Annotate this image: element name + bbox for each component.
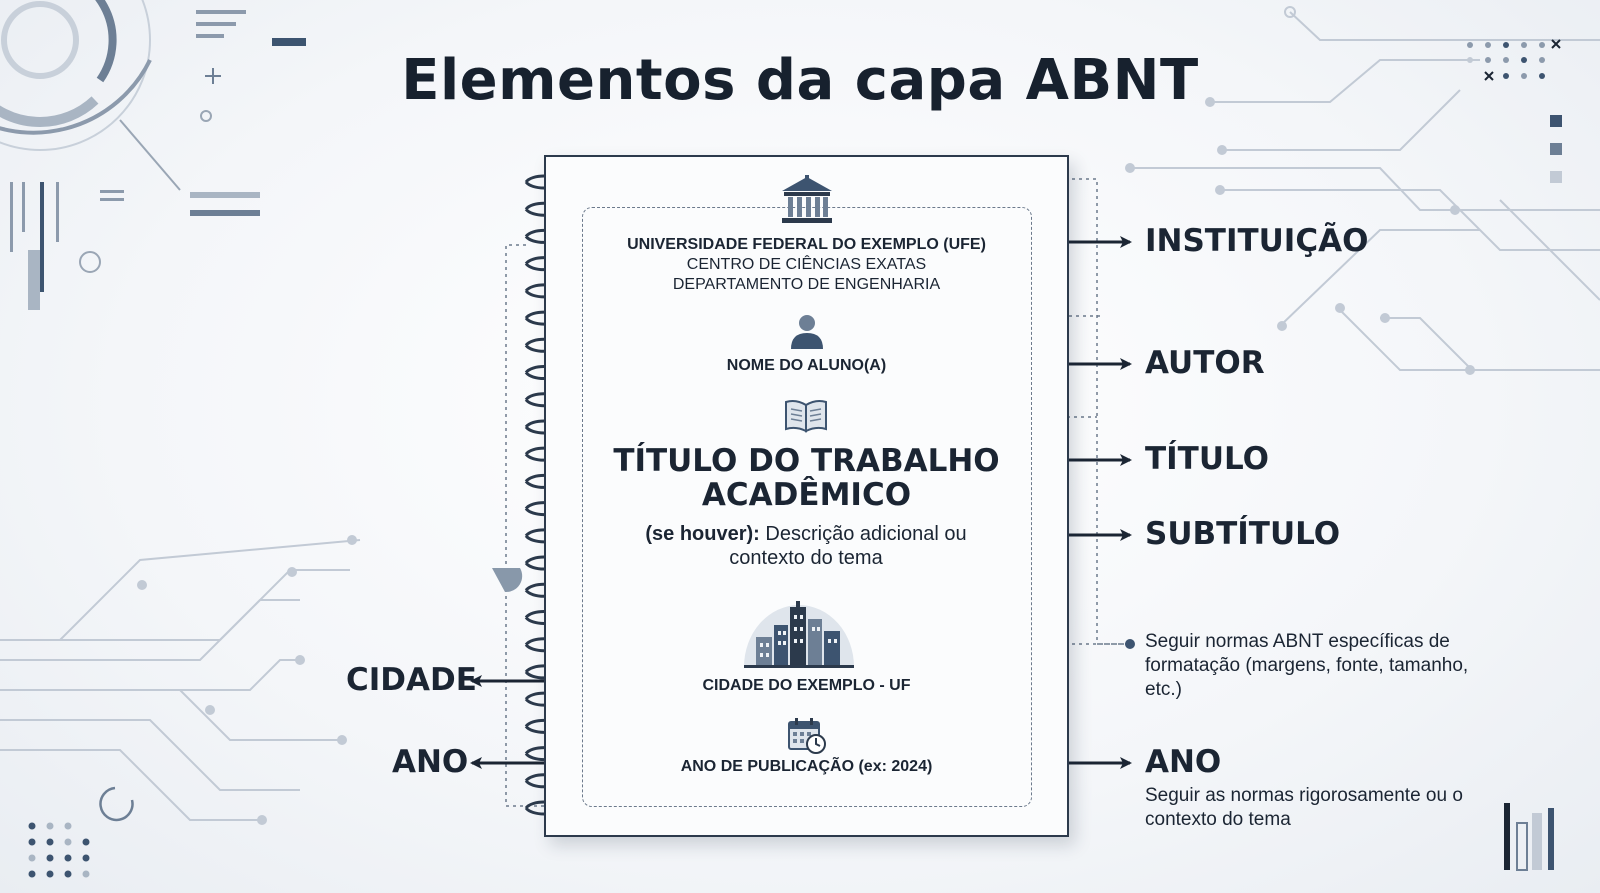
institution-department: DEPARTAMENTO DE ENGENHARIA xyxy=(672,276,941,293)
label-author: AUTOR xyxy=(1145,345,1265,381)
person-icon xyxy=(791,315,823,349)
label-subtitle: SUBTÍTULO xyxy=(1145,516,1341,552)
dot-grid-decoration xyxy=(28,822,90,878)
tech-bars-decoration xyxy=(10,10,306,310)
open-book-icon xyxy=(785,400,827,433)
institution-name: UNIVERSIDADE FEDERAL DO EXEMPLO (UFE) xyxy=(627,236,986,253)
label-institution: INSTITUIÇÃO xyxy=(1145,223,1369,259)
right-circuit-decoration xyxy=(1125,6,1600,375)
author-name: NOME DO ALUNO(A) xyxy=(726,357,887,374)
work-title: TÍTULO DO TRABALHO ACADÊMICO xyxy=(546,444,1067,512)
tech-rings-decoration xyxy=(0,0,212,273)
notebook-cover: UNIVERSIDADE FEDERAL DO EXEMPLO (UFE) CE… xyxy=(544,155,1069,837)
label-title: TÍTULO xyxy=(1145,441,1269,477)
city-name: CIDADE DO EXEMPLO - UF xyxy=(702,677,911,694)
city-skyline-icon xyxy=(744,601,854,668)
left-circuit-decoration xyxy=(0,535,361,825)
bar-chart-decoration xyxy=(1504,803,1554,871)
guide-node xyxy=(1125,639,1135,649)
label-year-left: ANO xyxy=(392,744,469,780)
label-year-right: ANO xyxy=(1145,744,1222,780)
university-building-icon xyxy=(782,175,832,223)
institution-center: CENTRO DE CIÊNCIAS EXATAS xyxy=(686,256,927,273)
calendar-clock-icon xyxy=(788,718,826,754)
work-title-line2: ACADÊMICO xyxy=(701,477,912,513)
page-title: Elementos da capa ABNT xyxy=(401,48,1199,113)
right-dot-grid-decoration xyxy=(1467,39,1562,183)
work-title-line1: TÍTULO DO TRABALHO xyxy=(613,443,1000,479)
subtitle-prefix: (se houver): xyxy=(645,523,760,545)
label-city: CIDADE xyxy=(346,662,477,698)
work-subtitle: (se houver): Descrição adicional ou cont… xyxy=(606,522,1006,570)
publication-year: ANO DE PUBLICAÇÃO (ex: 2024) xyxy=(680,758,933,775)
subtitle-text: Descrição adicional ou contexto do tema xyxy=(729,523,967,569)
formatting-note: Seguir normas ABNT específicas de format… xyxy=(1145,631,1469,700)
year-note: Seguir as normas rigorosamente ou o cont… xyxy=(1145,785,1463,830)
pie-marker-icon xyxy=(492,568,523,593)
